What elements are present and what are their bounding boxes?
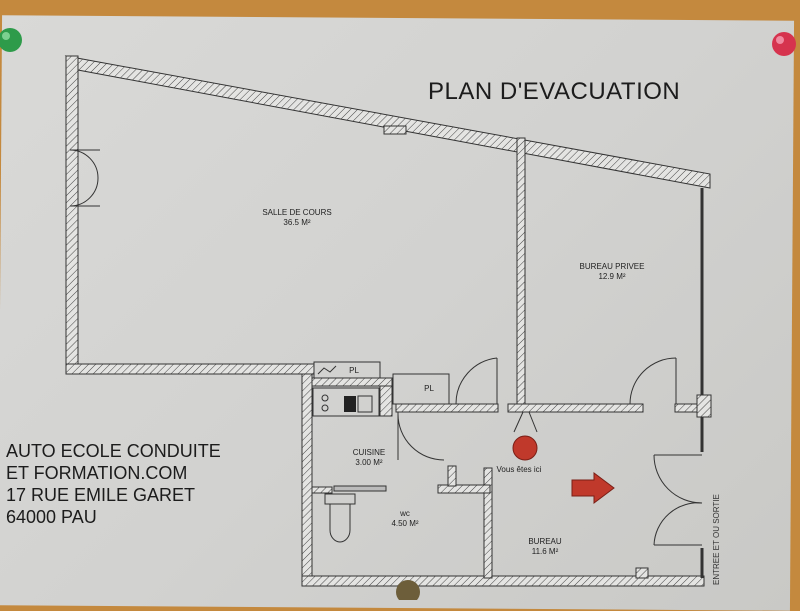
wall-corridor-3 xyxy=(674,403,698,413)
closet-label: PL xyxy=(349,366,359,375)
wall-salle-bottom xyxy=(65,363,315,375)
exit-arrow-icon xyxy=(571,472,615,504)
closet-1 xyxy=(313,361,381,379)
wall-wc-stub xyxy=(437,484,491,494)
wall-right-stub xyxy=(696,394,712,418)
double-door-salle xyxy=(69,149,100,207)
wc-shelf xyxy=(333,485,387,492)
wall-interior-vertical xyxy=(516,137,526,409)
column-bottom xyxy=(635,567,649,579)
wall-kitchen-right xyxy=(379,385,393,417)
wall-bottom xyxy=(301,575,705,587)
address-line: AUTO ECOLE CONDUITE xyxy=(6,441,221,461)
address-line: 17 RUE EMILE GARET xyxy=(6,485,196,505)
you-are-here-label: Vous êtes ici xyxy=(496,465,542,474)
wall-wc-top xyxy=(311,486,333,494)
page-title: PLAN D'EVACUATION xyxy=(428,78,681,105)
wall-corridor-1 xyxy=(395,403,499,413)
pin-red xyxy=(772,32,796,56)
address-line: 64000 PAU xyxy=(6,507,97,527)
pin-brown xyxy=(396,580,420,600)
address-line: ET FORMATION.COM xyxy=(6,463,188,483)
exit-label: ENTREE ET OU SORTIE xyxy=(712,494,721,585)
you-are-here-marker xyxy=(512,435,538,461)
closet-2 xyxy=(392,373,450,405)
toilet-tank xyxy=(324,493,356,505)
wall-left xyxy=(65,55,79,369)
closet-label: PL xyxy=(424,384,434,393)
room-label-wc: WC4.50 M² xyxy=(391,509,419,528)
wall-top-slanted xyxy=(64,55,711,189)
wall-wc-right xyxy=(483,467,493,579)
wall-stub xyxy=(447,465,457,487)
kitchen-counter xyxy=(312,387,380,417)
toilet-bowl xyxy=(329,504,351,543)
pin-green xyxy=(0,28,22,52)
address-block: AUTO ECOLE CONDUITE ET FORMATION.COM 17 … xyxy=(6,440,221,528)
wall-cuisine-left xyxy=(301,373,313,585)
sink xyxy=(344,396,356,412)
wall-cuisine-top xyxy=(311,377,393,387)
wall-corridor-2 xyxy=(507,403,644,413)
vent xyxy=(383,125,407,135)
